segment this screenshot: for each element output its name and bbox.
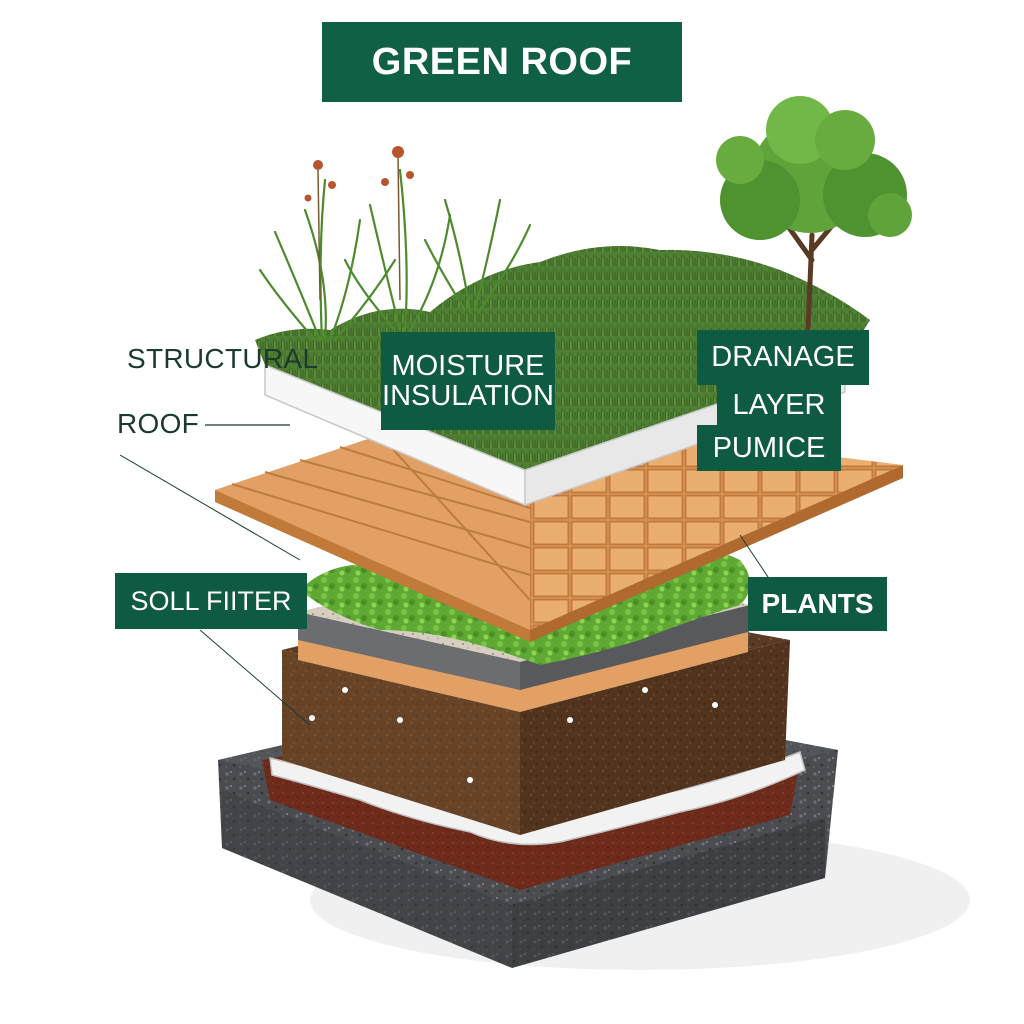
drainage-box-bg	[697, 330, 869, 385]
roof-label: ROOF	[117, 408, 200, 439]
layer-label: LAYER	[717, 385, 841, 425]
seed-heads	[304, 146, 414, 301]
ornamental-grasses	[258, 168, 532, 342]
plants-text: PLANTS	[761, 588, 874, 620]
plants-box-bg	[748, 577, 887, 631]
moisture-insulation-label: MOISTURE INSULATION	[381, 332, 555, 430]
pumice-label: PUMICE	[697, 425, 841, 471]
drainage-label: DRANAGE	[697, 330, 869, 385]
moisture-box-bg	[381, 332, 555, 430]
plants-label: PLANTS	[748, 577, 887, 631]
layer-box-bg	[717, 385, 841, 425]
pumice-box-bg	[697, 425, 841, 471]
soil-filter-text: SOLL FIITER	[130, 585, 292, 616]
tree	[716, 96, 912, 333]
moisture-line1: MOISTURE	[391, 349, 545, 382]
title-box-bg	[322, 22, 682, 102]
title: GREEN ROOF	[371, 40, 633, 83]
soil-filter-box-bg	[115, 573, 307, 629]
pumice-text: PUMICE	[712, 431, 826, 464]
drainage-line2: LAYER	[732, 388, 826, 421]
moisture-line2: INSULATION	[382, 380, 554, 412]
structural-label: STRUCTURAL	[127, 343, 319, 374]
soil-filter-label: SOLL FIITER	[115, 573, 307, 629]
title-box: GREEN ROOF	[322, 22, 682, 102]
drainage-line1: DRANAGE	[711, 341, 855, 374]
leader-lines	[119, 454, 771, 726]
